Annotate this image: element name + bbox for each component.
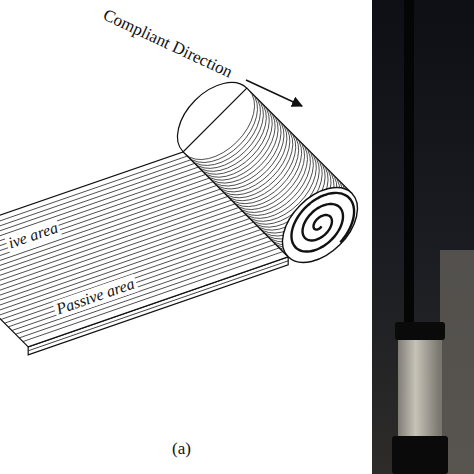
device-photo xyxy=(372,0,474,474)
roll-back-end xyxy=(178,83,247,152)
direction-label: Compliant Direction xyxy=(100,6,235,82)
roll-spiral xyxy=(291,193,354,252)
roll-front-face xyxy=(268,173,371,276)
direction-arrow xyxy=(246,80,302,106)
panel-label: (a) xyxy=(172,440,191,459)
